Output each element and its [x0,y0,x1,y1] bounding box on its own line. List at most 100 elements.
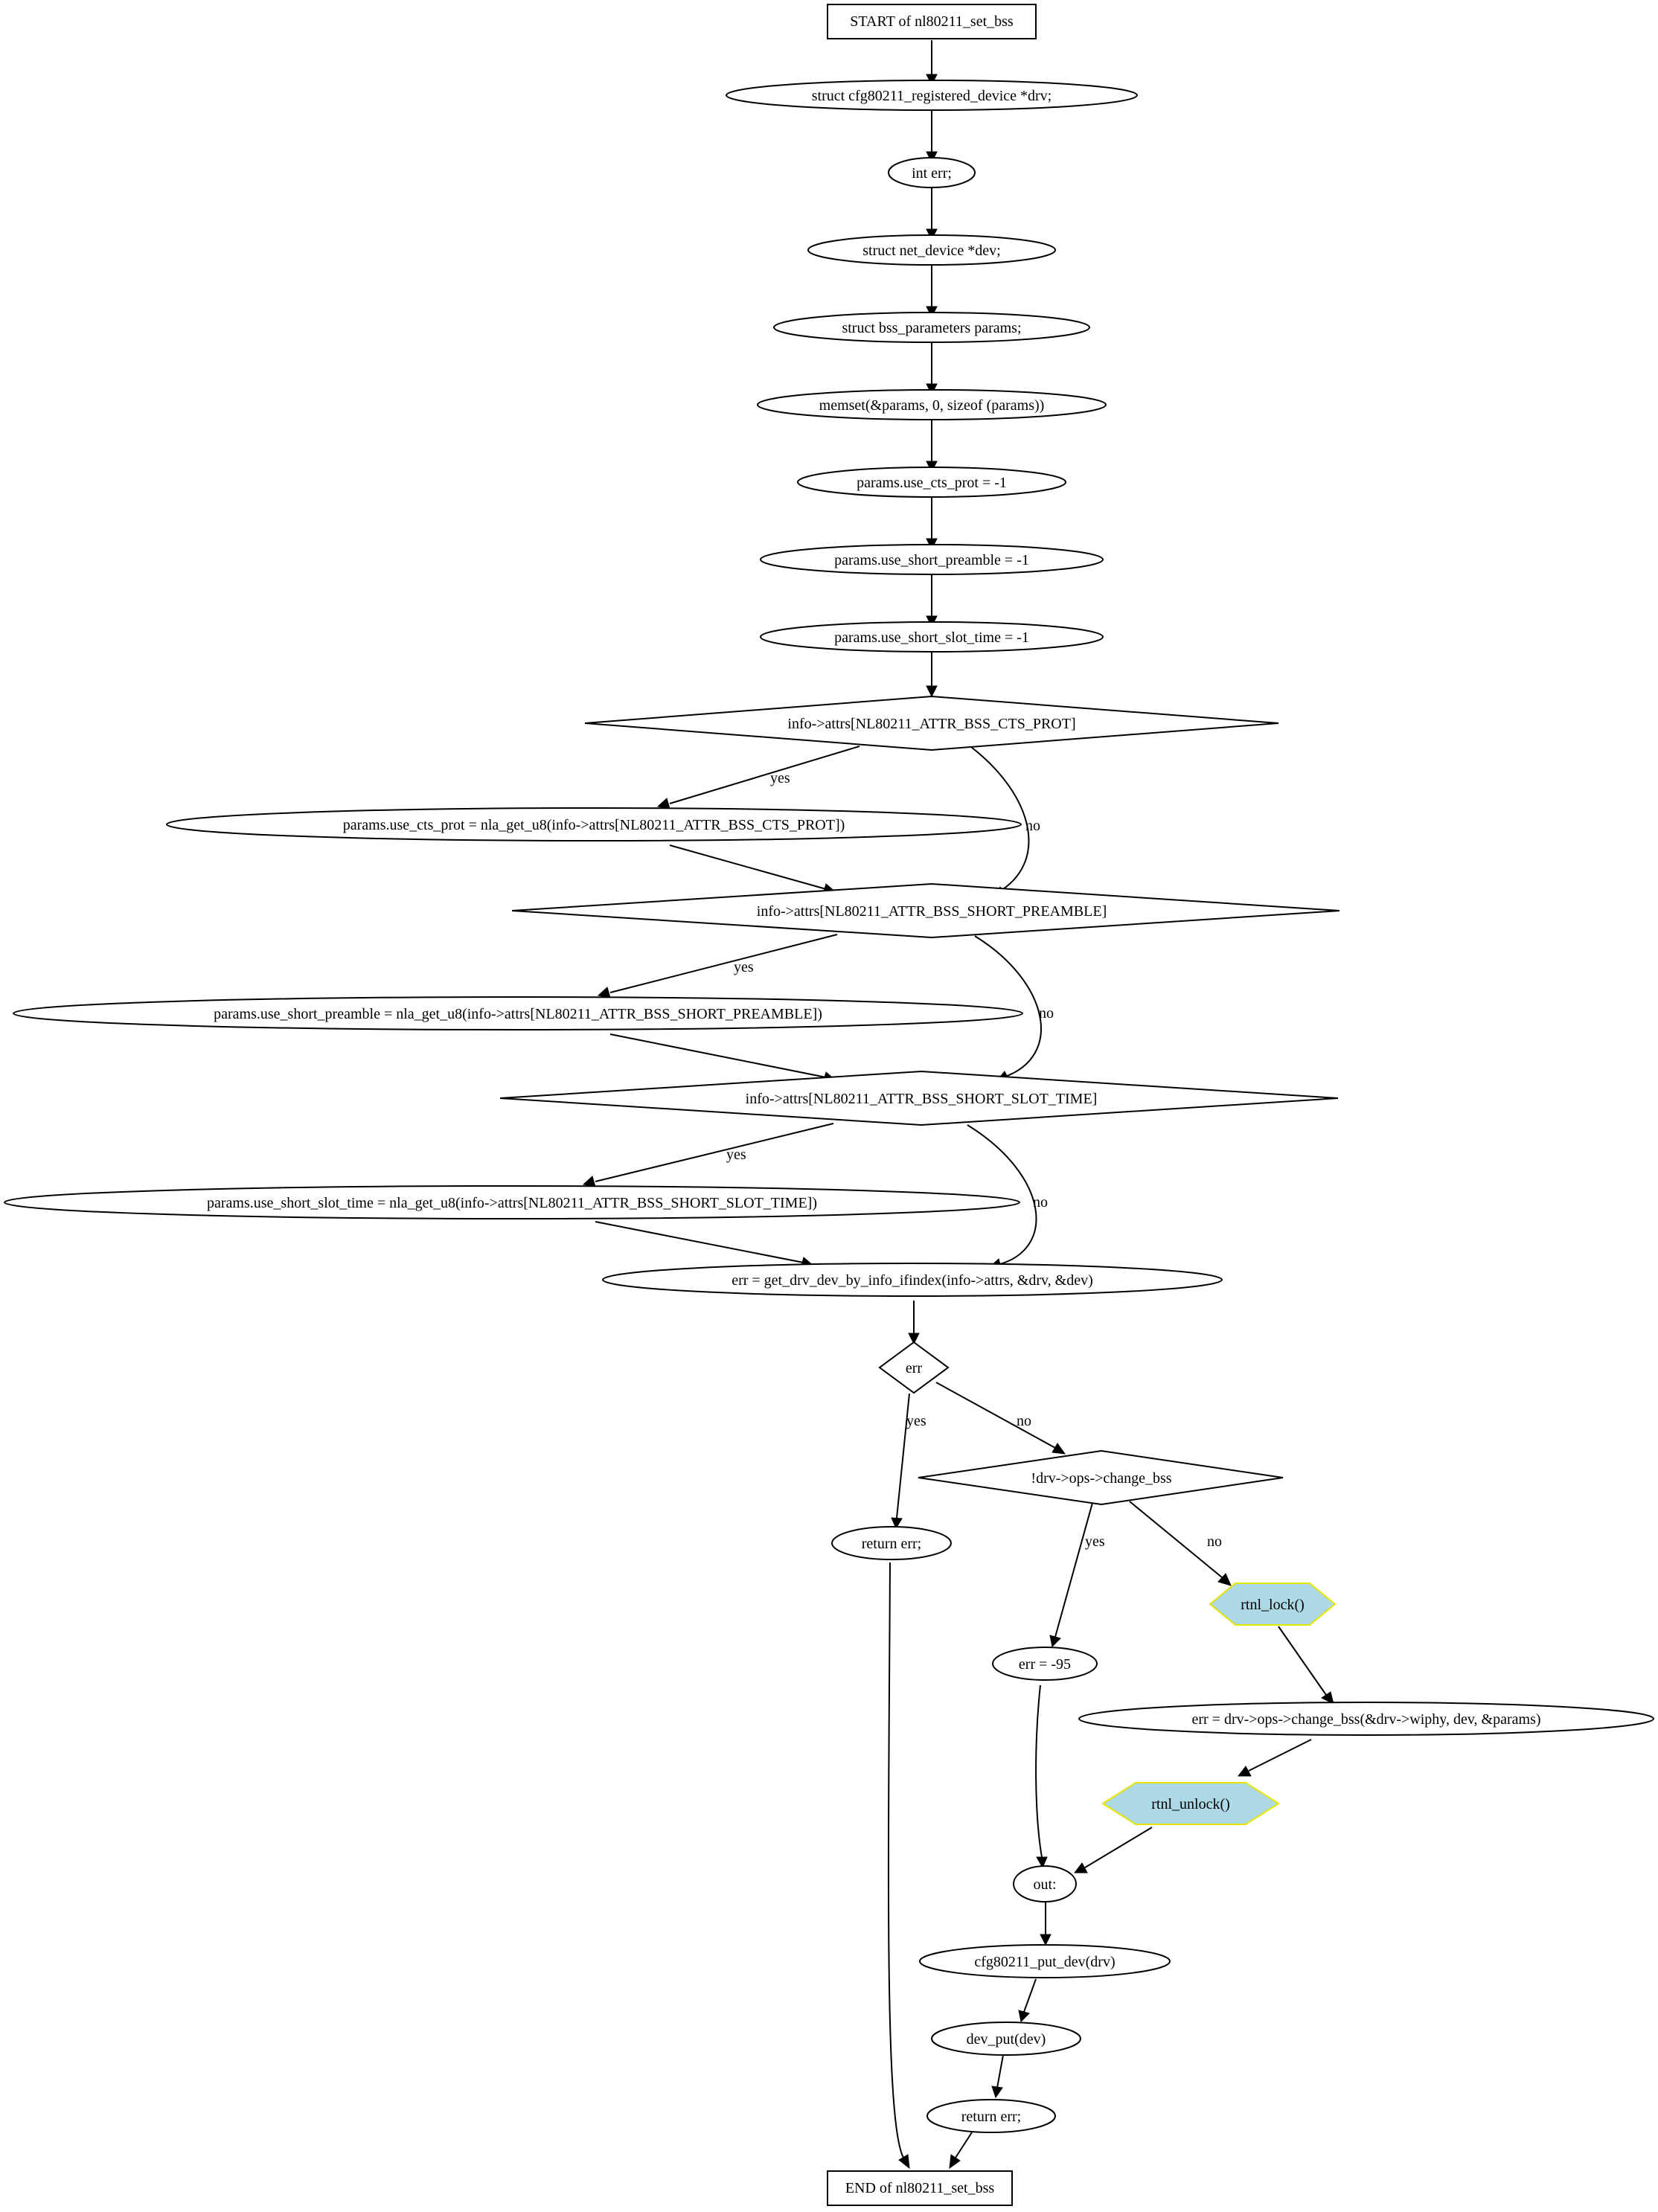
cond-preamble-node-diamond [511,882,1340,939]
edge-cond-cts-yes-arrowhead [656,798,670,810]
decl-drv-node: struct cfg80211_registered_device *drv; [726,80,1138,111]
put-dev-node-label: dev_put(dev) [967,2031,1046,2048]
return-err-node-label: return err; [961,2109,1022,2125]
memset-node-shape [757,389,1107,420]
edge-put-dev-to-return-err [996,2054,1004,2088]
start-node-label: START of nl80211_set_bss [850,13,1014,30]
put-drv-node: cfg80211_put_dev(drv) [919,1944,1171,1978]
set-cts-node: params.use_cts_prot = nla_get_u8(info->a… [166,807,1022,841]
decl-params-node: struct bss_parameters params; [773,312,1090,343]
edge-cond-preamble-no [974,935,1042,1078]
set-cts-node-shape [166,807,1022,841]
cond-cts-node: info->attrs[NL80211_ATTR_BSS_CTS_PROT] [584,695,1279,751]
edge-put-drv-to-put-dev [1023,1978,1037,2013]
set-preamble-node-label: params.use_short_preamble = nla_get_u8(i… [214,1006,822,1022]
edge-label-preamble-no: no [1039,1005,1054,1022]
cond-cts-node-diamond [584,695,1279,751]
memset-node: memset(&params, 0, sizeof (params)) [757,389,1107,420]
edge-cond-err-no-arrowhead [1052,1443,1066,1455]
decl-params-node-label: struct bss_parameters params; [842,320,1021,336]
edge-return-err-early-to-end [887,1562,904,2158]
call-change-bss-node-shape [1078,1702,1654,1736]
edge-err-95-to-out [1035,1684,1043,1858]
err-95-node: err = -95 [992,1647,1098,1681]
slot-init-node-label: params.use_short_slot_time = -1 [834,629,1029,646]
set-cts-node-label: params.use_cts_prot = nla_get_u8(info->a… [343,817,845,833]
cond-err-node: err [878,1341,950,1394]
edge-rtnl-unlock-to-out [1084,1827,1153,1868]
preamble-init-node-shape [760,544,1104,575]
get-dev-node-shape [602,1263,1223,1297]
put-drv-node-shape [919,1944,1171,1978]
put-drv-node-label: cfg80211_put_dev(drv) [974,1954,1115,1970]
cond-slot-node-label: info->attrs[NL80211_ATTR_BSS_SHORT_SLOT_… [746,1091,1098,1107]
edge-label-slot-yes: yes [726,1147,746,1163]
cts-init-node: params.use_cts_prot = -1 [797,467,1066,498]
memset-node-label: memset(&params, 0, sizeof (params)) [819,397,1045,414]
return-err-early-node: return err; [831,1526,952,1560]
edge-put-dev-to-return-err-arrowhead [991,2086,1003,2099]
put-dev-node: dev_put(dev) [931,2022,1081,2056]
decl-drv-node-shape [726,80,1138,111]
return-err-node-shape [926,2099,1056,2133]
decl-err-node-shape [888,157,976,188]
cond-preamble-node: info->attrs[NL80211_ATTR_BSS_SHORT_PREAM… [511,882,1340,939]
nodes: START of nl80211_set_bss struct cfg80211… [4,4,1654,2206]
edge-return-err-to-end [955,2132,973,2158]
edge-cond-err-no [935,1382,1056,1449]
get-dev-node-label: err = get_drv_dev_by_info_ifindex(info->… [732,1272,1093,1289]
cond-err-node-label: err [906,1360,923,1376]
edge-return-err-early-to-end-arrowhead [898,2154,910,2170]
edge-label-preamble-yes: yes [734,959,754,975]
edge-return-err-to-end-arrowhead [949,2154,961,2170]
preamble-init-node: params.use_short_preamble = -1 [760,544,1104,575]
edge-cond-slot-yes-arrowhead [582,1176,596,1187]
start-node-box [827,4,1037,39]
cond-err-node-diamond [878,1341,950,1394]
cond-cts-node-label: info->attrs[NL80211_ATTR_BSS_CTS_PROT] [787,716,1075,732]
edge-err-95-to-out-arrowhead [1036,1856,1048,1869]
edge-label-cts-no: no [1025,818,1040,834]
rtnl-unlock-node-hexagon [1101,1782,1280,1825]
call-change-bss-node: err = drv->ops->change_bss(&drv->wiphy, … [1078,1702,1654,1736]
return-err-early-node-label: return err; [862,1536,922,1552]
decl-params-node-shape [773,312,1090,343]
set-slot-node-shape [4,1185,1020,1219]
edge-out-to-put-drv-arrowhead [1040,1934,1052,1946]
cts-init-node-label: params.use_cts_prot = -1 [857,475,1007,491]
cond-change-bss-node-label: !drv->ops->change_bss [1031,1470,1171,1487]
edge-set-preamble-to-cond-slot [609,1033,827,1078]
edge-label-err-yes: yes [906,1413,926,1429]
decl-dev-node-shape [807,234,1056,266]
rtnl-unlock-node: rtnl_unlock() [1101,1782,1280,1825]
out-node-label: out: [1033,1876,1056,1893]
edge-cond-err-yes-arrowhead [891,1517,903,1530]
start-node: START of nl80211_set_bss [827,4,1037,39]
set-preamble-node: params.use_short_preamble = nla_get_u8(i… [13,996,1023,1030]
get-dev-node: err = get_drv_dev_by_info_ifindex(info->… [602,1263,1223,1297]
edge-labels: yes no yes no yes no yes no yes no [726,770,1222,1550]
cond-change-bss-node: !drv->ops->change_bss [918,1449,1284,1506]
edge-cond-change-bss-yes [1054,1502,1093,1638]
slot-init-node-shape [760,621,1104,653]
cond-preamble-node-label: info->attrs[NL80211_ATTR_BSS_SHORT_PREAM… [757,903,1107,920]
edge-rtnl-unlock-to-out-arrowhead [1073,1862,1088,1873]
edge-cond-preamble-yes-arrowhead [597,987,611,998]
rtnl-lock-node-label: rtnl_lock() [1241,1597,1305,1613]
return-err-early-node-shape [831,1526,952,1560]
edge-label-slot-no: no [1033,1194,1048,1211]
slot-init-node: params.use_short_slot_time = -1 [760,621,1104,653]
edge-get-dev-to-cond-err-arrowhead [908,1333,920,1345]
rtnl-unlock-node-label: rtnl_unlock() [1151,1796,1230,1812]
edge-rtnl-lock-to-call-arrowhead [1321,1691,1334,1705]
call-change-bss-node-label: err = drv->ops->change_bss(&drv->wiphy, … [1191,1711,1540,1728]
err-95-node-shape [992,1647,1098,1681]
set-preamble-node-shape [13,996,1023,1030]
cond-slot-node-diamond [499,1070,1339,1126]
edge-slot-init-to-cond-cts-arrowhead [926,685,938,698]
edge-put-drv-to-put-dev-arrowhead [1018,2010,1030,2023]
edge-call-to-rtnl-unlock [1248,1739,1312,1772]
edge-cond-change-bss-no [1129,1501,1223,1578]
put-dev-node-shape [931,2022,1081,2056]
edge-call-to-rtnl-unlock-arrowhead [1237,1766,1252,1777]
